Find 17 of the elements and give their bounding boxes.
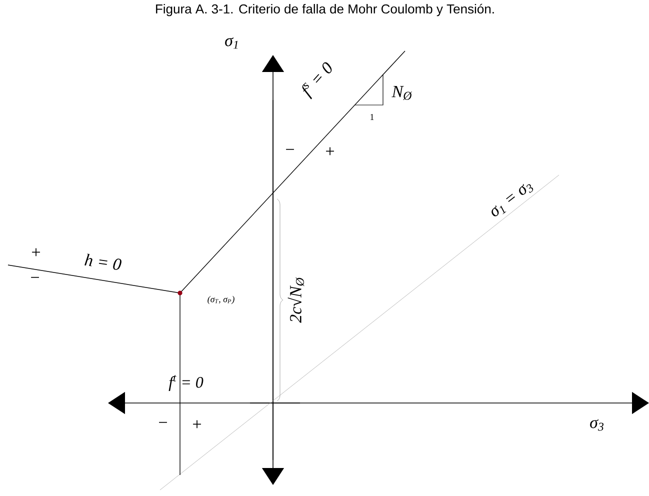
axis-label: σ$_{3}$: [590, 419, 604, 431]
line-label: σ$_{1}$ = σ$_{3}$: [492, 184, 534, 216]
sign-label: +: [326, 147, 334, 156]
envelope-label: h = 0: [84, 254, 122, 270]
brace-label: 2c√N$_{Ø}$: [288, 277, 304, 323]
axis-label: σ$_{1}$: [225, 37, 238, 49]
sign-label: −: [159, 422, 167, 423]
sign-label: +: [193, 420, 201, 428]
slope-label: 1: [370, 114, 374, 120]
sign-label: −: [31, 276, 39, 278]
point-label: (σ$_{T}$, σ$_{P}$): [208, 296, 234, 304]
sign-label: −: [286, 148, 294, 150]
envelope-label: f$^{t}$ = 0: [168, 375, 204, 391]
title: Figura A. 3-1. Criterio de falla de Mohr Coulomb y Tensión.: [156, 4, 494, 16]
sign-label: +: [32, 248, 40, 256]
slope-label: N$_{Ø}$: [392, 86, 412, 100]
envelope-label: f$^{s}$ = 0: [302, 62, 332, 100]
